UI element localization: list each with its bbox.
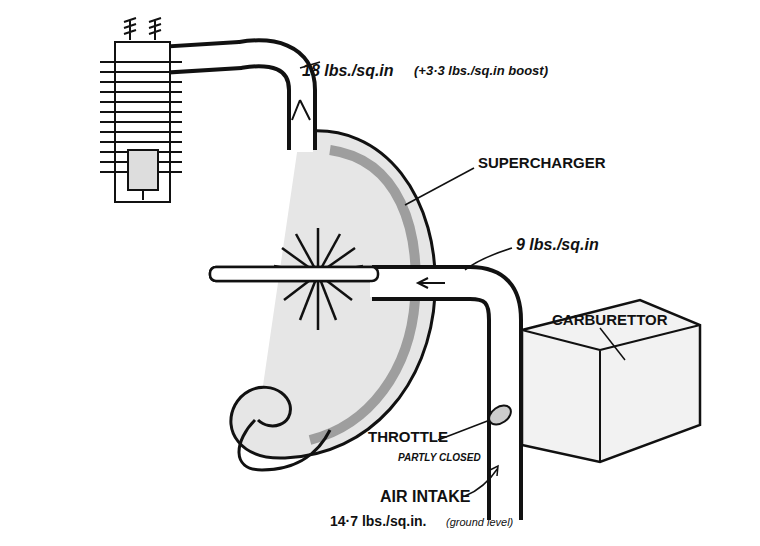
cylinder [100,42,182,202]
shaft [210,267,378,281]
boost-label: (+3·3 lbs./sq.in boost) [414,64,548,78]
part-label: CARBURETTOR [552,312,668,329]
inlet-duct [372,283,505,520]
carburettor-edges [522,325,700,462]
note-label: (ground level) [446,516,513,528]
part-label: AIR INTAKE [380,488,470,506]
shaft-front [210,267,378,281]
volute-scroll [239,420,330,470]
part-label: THROTTLE [368,429,448,446]
carburettor-body [522,300,700,462]
pressure-label: 14·7 lbs./sq.in. [330,514,426,529]
part-label: SUPERCHARGER [478,155,606,172]
leader-lines [300,62,625,496]
throttle-valve [486,402,515,429]
pressure-label: 9 lbs./sq.in [516,236,599,254]
pressure-label: 18 lbs./sq.in [302,62,394,80]
flow-arrow [292,100,310,120]
flow-arrow [418,278,445,288]
state-label: PARTLY CLOSED [398,452,481,463]
valve-springs [124,18,161,40]
inlet-duct-bore [370,283,505,522]
